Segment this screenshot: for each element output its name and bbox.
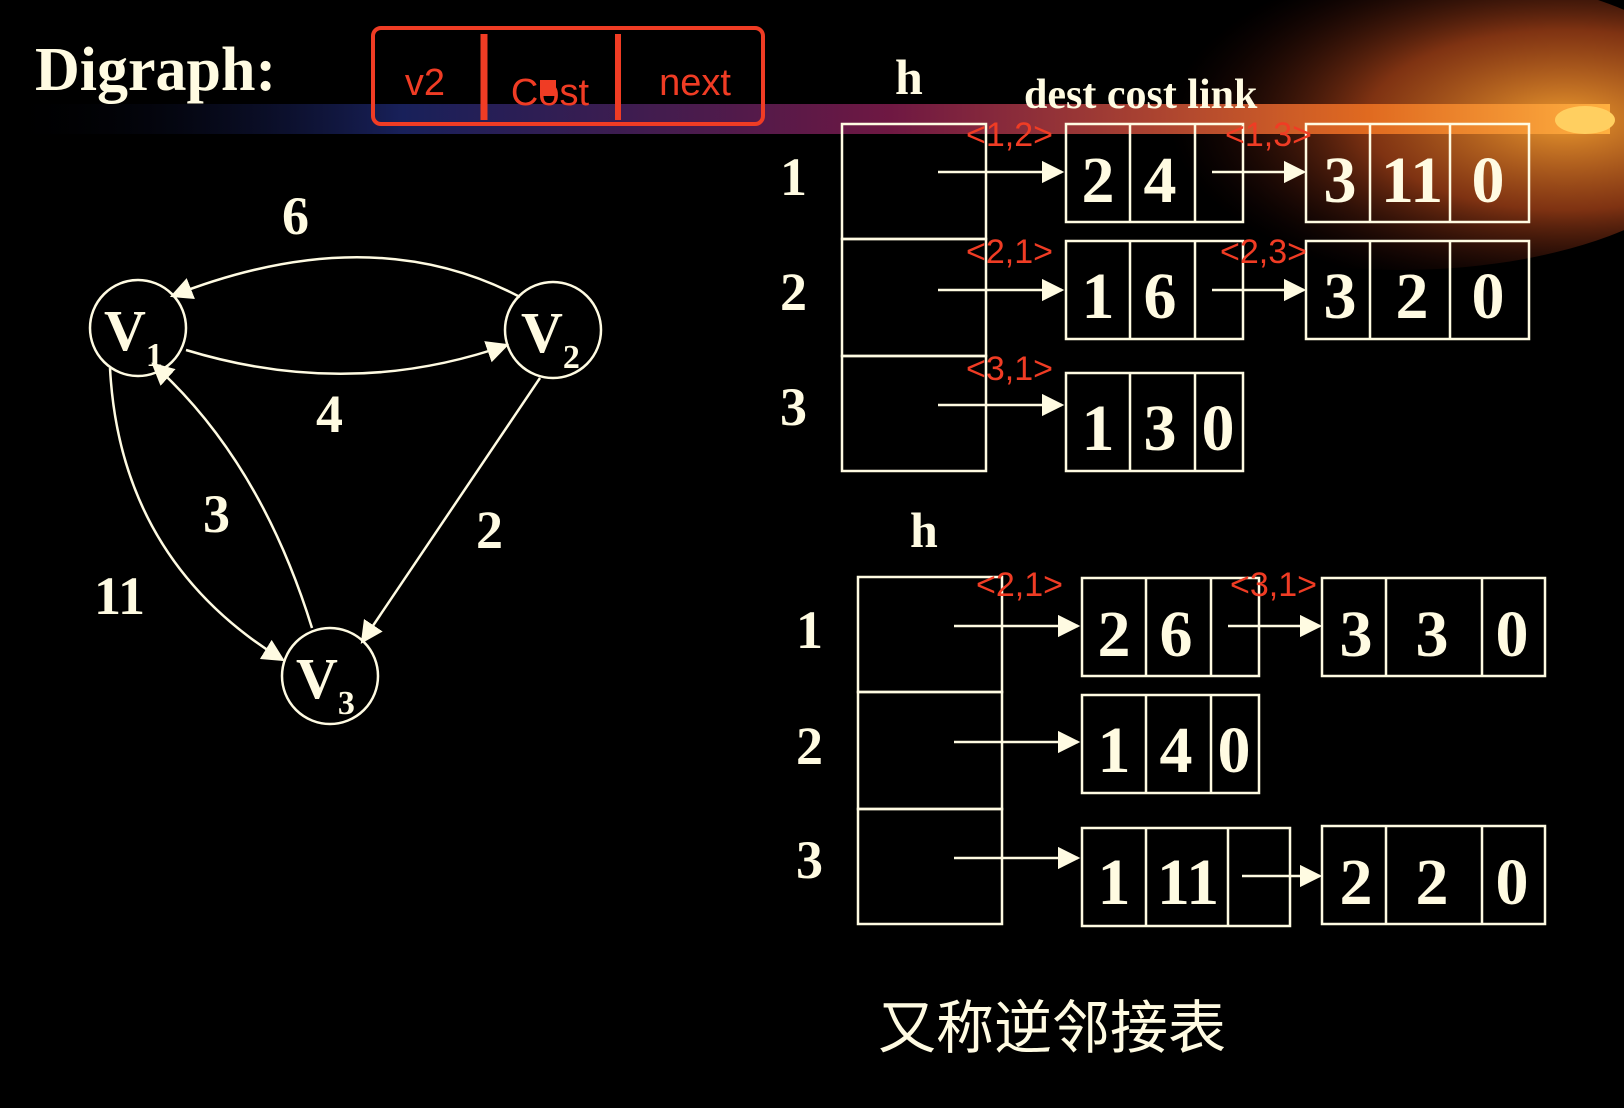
inv-row-label-2: 2 xyxy=(796,716,823,776)
adj-row-label-1: 1 xyxy=(780,147,807,207)
inv-node-1-2-cost: 4 xyxy=(1160,714,1193,787)
inv-node-2-3-cost: 2 xyxy=(1416,846,1449,919)
inv-node-3-1-tag: <3,1> xyxy=(1230,566,1317,604)
inv-node-3-1: 3 3 0 <3,1> xyxy=(1230,566,1547,678)
inv-node-3-1-src: 3 xyxy=(1340,598,1373,671)
inv-node-2-1-src: 2 xyxy=(1098,598,1131,671)
adj-row-label-3: 3 xyxy=(780,377,807,437)
weight-6: 6 xyxy=(282,186,309,246)
inv-node-2-1-tag: <2,1> xyxy=(976,566,1063,604)
vertex-v1-label: V1 xyxy=(104,298,163,374)
adj-node-2-3: 3 2 0 <2,3> xyxy=(1220,233,1531,341)
adj-node-1-3: 3 11 0 <1,3> xyxy=(1225,116,1531,224)
adj-node-3-1-tag: <3,1> xyxy=(966,350,1053,388)
vertex-v2 xyxy=(503,280,603,380)
legend-field-v2: v2 xyxy=(405,62,445,104)
adj-head-cell-1 xyxy=(840,122,988,241)
inv-row-label-3: 3 xyxy=(796,830,823,890)
inv-head-cell-2 xyxy=(856,690,1004,811)
inv-head-cell-3 xyxy=(856,807,1004,926)
vertex-v2-label: V2 xyxy=(521,300,580,376)
adj-node-1-2-dest: 2 xyxy=(1082,144,1115,217)
adj-node-2-3-tag: <2,3> xyxy=(1220,233,1307,271)
weight-2: 2 xyxy=(476,500,503,560)
decorative-glow xyxy=(0,0,1624,270)
adj-node-1-3-link: 0 xyxy=(1472,144,1505,217)
adj-node-1-3-tag: <1,3> xyxy=(1225,116,1312,154)
adj-node-3-1: 1 3 0 <3,1> xyxy=(966,350,1245,473)
inv-node-2-3-src: 2 xyxy=(1340,846,1373,919)
adj-node-2-1-tag: <2,1> xyxy=(966,233,1053,271)
adj-node-2-3-link: 0 xyxy=(1472,260,1505,333)
edge-v1-v2 xyxy=(185,341,510,376)
adj-head-cell-3 xyxy=(840,354,988,473)
inv-node-1-3-src: 1 xyxy=(1098,846,1131,919)
weight-3: 3 xyxy=(203,484,230,544)
inv-node-2-3-link: 0 xyxy=(1496,846,1529,919)
inv-node-2-1-cost: 6 xyxy=(1160,598,1193,671)
adj-node-1-3-dest: 3 xyxy=(1324,144,1357,217)
adj-node-2-1: 1 6 <2,1> xyxy=(966,233,1245,341)
inv-node-1-2-link: 0 xyxy=(1218,714,1251,787)
adj-head-cell-2 xyxy=(840,237,988,358)
inverse-adjacency-list: h 1 2 3 2 6 <2,1> xyxy=(796,502,1547,928)
edge-v1-v3 xyxy=(108,367,285,662)
adj-row-label-2: 2 xyxy=(780,262,807,322)
adj-node-3-1-dest: 1 xyxy=(1082,392,1115,465)
legend-field-cost: Cost xyxy=(511,72,590,114)
adj-node-3-1-cost: 3 xyxy=(1144,392,1177,465)
inv-node-1-2: 1 4 0 xyxy=(1080,693,1261,795)
digraph xyxy=(88,256,603,726)
adj-node-2-1-cost: 6 xyxy=(1144,260,1177,333)
adj-node-1-3-cost: 11 xyxy=(1381,144,1443,217)
adj-node-1-2: 2 4 <1,2> xyxy=(966,116,1245,224)
footer-caption: 又称逆邻接表 xyxy=(878,994,1226,1062)
inv-node-2-1: 2 6 <2,1> xyxy=(976,566,1261,678)
adj-node-2-1-dest: 1 xyxy=(1082,260,1115,333)
vertex-labels: V1 V2 V3 xyxy=(104,298,580,722)
inv-node-1-3: 1 11 xyxy=(1080,826,1292,928)
weight-4: 4 xyxy=(316,384,343,444)
vertex-v3-label: V3 xyxy=(296,646,355,722)
inv-node-3-1-link: 0 xyxy=(1496,598,1529,671)
adj-node-1-2-tag: <1,2> xyxy=(966,116,1053,154)
inv-node-1-2-src: 1 xyxy=(1098,714,1131,787)
vertex-v1 xyxy=(88,278,188,378)
edge-v2-v1 xyxy=(169,256,521,300)
edge-v2-v3 xyxy=(360,377,542,644)
vertex-v3 xyxy=(280,626,380,726)
adj-node-2-3-dest: 3 xyxy=(1324,260,1357,333)
inv-node-3-1-cost: 3 xyxy=(1416,598,1449,671)
legend-field-next: next xyxy=(659,62,731,104)
slide-title: Digraph: xyxy=(35,36,276,104)
adj-node-1-2-cost: 4 xyxy=(1144,144,1177,217)
adj-field-header: dest cost link xyxy=(1024,72,1258,118)
inv-node-1-3-cost: 11 xyxy=(1157,846,1219,919)
inv-head-label: h xyxy=(910,502,938,558)
adj-node-2-3-cost: 2 xyxy=(1396,260,1429,333)
edge-weights: 6 4 3 2 11 xyxy=(94,186,503,626)
adj-node-3-1-link: 0 xyxy=(1202,392,1235,465)
edge-v3-v1 xyxy=(151,362,314,629)
node-field-legend: v2 Cost next xyxy=(371,26,765,126)
weight-11: 11 xyxy=(94,566,145,626)
adj-head-label: h xyxy=(895,49,923,105)
adjacency-list: h dest cost link 1 2 3 2 4 <1,2> xyxy=(780,49,1531,473)
inv-node-2-3: 2 2 0 xyxy=(1320,824,1547,926)
inv-row-label-1: 1 xyxy=(796,600,823,660)
